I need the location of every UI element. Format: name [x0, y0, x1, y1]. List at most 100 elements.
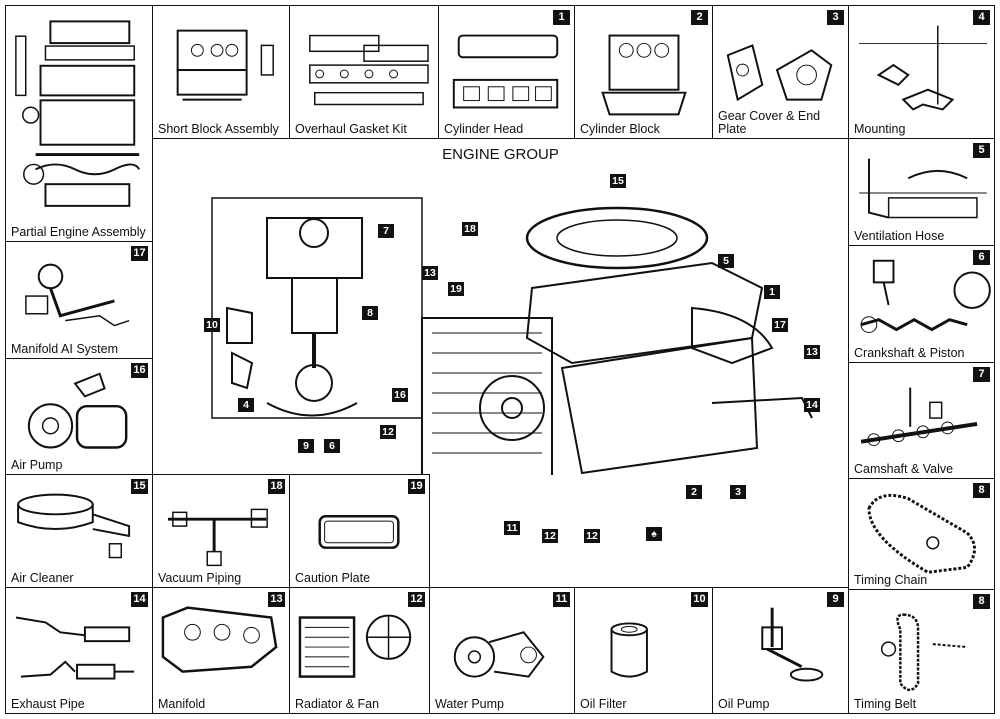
ref-number-badge: 19	[408, 479, 425, 494]
callout-12-left: 12	[380, 425, 396, 439]
oil-pump-illustration	[761, 607, 824, 682]
crankshaft-illustration	[860, 259, 991, 333]
cell-cylinder-block[interactable]: 2 Cylinder Block	[574, 5, 713, 139]
cell-label: Exhaust Pipe	[11, 697, 85, 711]
callout-12-right: 12	[584, 529, 600, 543]
partial-engine-assembly-illustration	[15, 20, 141, 207]
cell-gear-cover-end-plate[interactable]: 3 Gear Cover & End Plate	[712, 5, 849, 139]
mounting-illustration	[858, 25, 988, 111]
callout-16: 16	[392, 388, 408, 402]
cell-label: Crankshaft & Piston	[854, 346, 965, 360]
cell-label: Cylinder Head	[444, 122, 524, 136]
callout-18: 18	[462, 222, 478, 236]
gasket-kit-illustration	[309, 34, 429, 106]
manifold-illustration	[161, 606, 278, 673]
ref-number-badge: 7	[973, 367, 990, 382]
cell-caution-plate[interactable]: 19 Caution Plate	[289, 474, 430, 588]
callout-7: 7	[378, 224, 394, 238]
air-pump-illustration	[27, 372, 128, 449]
cell-label: Manifold	[158, 697, 206, 711]
ref-number-badge: 2	[691, 10, 708, 25]
cell-exhaust-pipe[interactable]: 14 Exhaust Pipe	[5, 587, 153, 714]
cell-label: Oil Filter	[580, 697, 627, 711]
cell-label: Air Pump	[11, 458, 63, 472]
cell-manifold-ai-system[interactable]: 17 Manifold AI System	[5, 241, 153, 359]
ref-number-badge: 9	[827, 592, 844, 607]
callout-12-mid: 12	[542, 529, 558, 543]
cell-mounting[interactable]: 4 Mounting	[848, 5, 995, 139]
cell-water-pump[interactable]: 11 Water Pump	[429, 587, 575, 714]
cell-label: Timing Belt	[854, 697, 917, 711]
ref-number-badge: 15	[131, 479, 148, 494]
ref-number-badge: 8	[973, 483, 990, 498]
callout-15: 15	[610, 174, 626, 188]
callout-2: 2	[686, 485, 702, 499]
callout-17: 17	[772, 318, 788, 332]
cell-timing-chain[interactable]: 8 Timing Chain	[848, 478, 995, 590]
cell-manifold[interactable]: 13 Manifold	[152, 587, 290, 714]
cell-timing-belt[interactable]: 8 Timing Belt	[848, 589, 995, 714]
oil-filter-illustration	[610, 622, 648, 678]
engine-group-panel: ENGINE GROUP 15 18 19 7 13 5 1 17 13 10 …	[152, 138, 849, 543]
ref-number-badge: 11	[553, 592, 570, 607]
cell-label: Cylinder Block	[580, 122, 660, 136]
cell-partial-engine-assembly[interactable]: Partial Engine Assembly	[5, 5, 153, 242]
cylinder-block-illustration	[601, 34, 687, 116]
cell-crankshaft-piston[interactable]: 6 Crankshaft & Piston	[848, 245, 995, 363]
engine-group-title: ENGINE GROUP	[442, 146, 559, 163]
cell-overhaul-gasket-kit[interactable]: Overhaul Gasket Kit	[289, 5, 439, 139]
cylinder-head-illustration	[452, 34, 559, 109]
cell-label: Overhaul Gasket Kit	[295, 122, 407, 136]
callout-3: 3	[730, 485, 746, 499]
ref-number-badge: 17	[131, 246, 148, 261]
cell-oil-filter[interactable]: 10 Oil Filter	[574, 587, 713, 714]
cell-oil-pump[interactable]: 9 Oil Pump	[712, 587, 849, 714]
radiator-fan-illustration	[298, 614, 412, 678]
callout-9: 9	[298, 439, 314, 453]
cell-label: Camshaft & Valve	[854, 462, 954, 476]
cell-label: Air Cleaner	[11, 571, 74, 585]
cell-label: Short Block Assembly	[158, 122, 279, 136]
ref-number-badge: 10	[691, 592, 708, 607]
timing-belt-illustration	[880, 613, 968, 692]
callout-1: 1	[764, 285, 780, 299]
cell-label: Water Pump	[435, 697, 505, 711]
cell-air-pump[interactable]: 16 Air Pump	[5, 358, 153, 475]
cell-ventilation-hose[interactable]: 5 Ventilation Hose	[848, 138, 995, 246]
vacuum-piping-illustration	[167, 508, 268, 567]
callout-13-left: 13	[422, 266, 438, 280]
ref-number-badge: 13	[268, 592, 285, 607]
air-cleaner-illustration	[17, 493, 131, 559]
ref-number-badge: 3	[827, 10, 844, 25]
cell-label: Mounting	[854, 122, 906, 136]
ref-number-badge: 8	[973, 594, 990, 609]
cell-short-block-assembly[interactable]: Short Block Assembly	[152, 5, 290, 139]
cell-label: Gear Cover & End Plate	[718, 109, 821, 136]
ventilation-hose-illustration	[859, 158, 987, 219]
cell-air-cleaner[interactable]: 15 Air Cleaner	[5, 474, 153, 588]
ref-number-badge: 16	[131, 363, 148, 378]
cell-cylinder-head[interactable]: 1 Cylinder Head	[438, 5, 575, 139]
callout-8: 8	[362, 306, 378, 320]
gear-cover-illustration	[726, 44, 833, 102]
cell-radiator-fan[interactable]: 12 Radiator & Fan	[289, 587, 430, 714]
cell-label: Caution Plate	[295, 571, 371, 585]
ref-number-badge: 5	[973, 143, 990, 158]
callout-6: 6	[324, 439, 340, 453]
callout-19: 19	[448, 282, 464, 296]
engine-group-illustration	[211, 197, 813, 475]
cell-label: Vacuum Piping	[158, 571, 242, 585]
ref-number-badge: 1	[553, 10, 570, 25]
callout-13-right: 13	[804, 345, 820, 359]
cell-label: Radiator & Fan	[295, 697, 380, 711]
cell-camshaft-valve[interactable]: 7 Camshaft & Valve	[848, 362, 995, 479]
cell-label: Manifold AI System	[11, 342, 118, 356]
ref-number-badge: 18	[268, 479, 285, 494]
cell-label: Timing Chain	[854, 573, 928, 587]
camshaft-illustration	[860, 387, 978, 447]
callout-4: 4	[238, 398, 254, 412]
ref-number-badge: 14	[131, 592, 148, 607]
cell-vacuum-piping[interactable]: 18 Vacuum Piping	[152, 474, 290, 588]
short-block-illustration	[176, 29, 274, 101]
caution-plate-illustration	[318, 515, 400, 549]
